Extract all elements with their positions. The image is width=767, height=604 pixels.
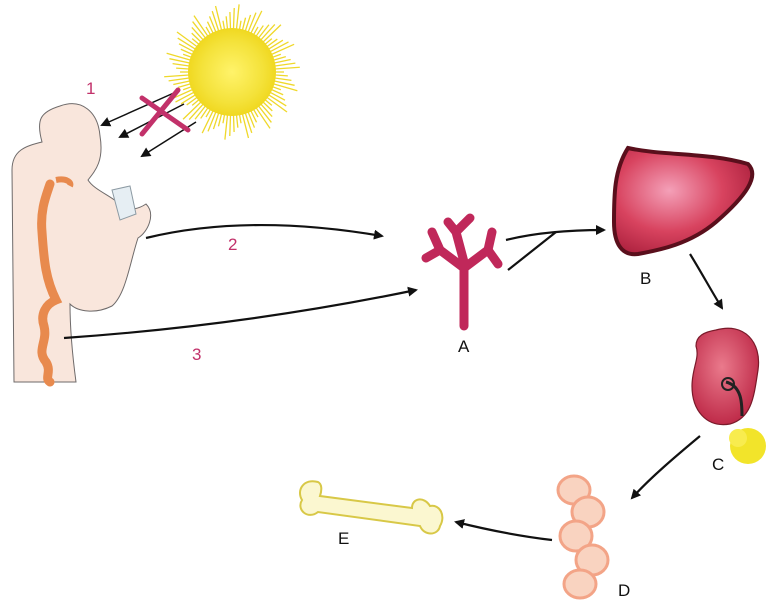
kidney-icon [692, 328, 766, 464]
step-number-2: 2 [228, 235, 237, 254]
label-a: A [458, 337, 470, 356]
sun-icon [164, 4, 300, 139]
label-b: B [640, 269, 651, 288]
flow-arrows [64, 225, 722, 540]
step-number-1: 1 [86, 79, 95, 98]
intestine-icon [558, 476, 608, 598]
lung-bronchi-icon [426, 218, 498, 326]
person-drinking-icon [12, 104, 151, 382]
liver-icon [614, 148, 752, 254]
label-c: C [712, 455, 724, 474]
bone-icon [300, 481, 442, 533]
label-e: E [338, 529, 349, 548]
step-number-3: 3 [192, 345, 201, 364]
label-d: D [618, 581, 630, 600]
